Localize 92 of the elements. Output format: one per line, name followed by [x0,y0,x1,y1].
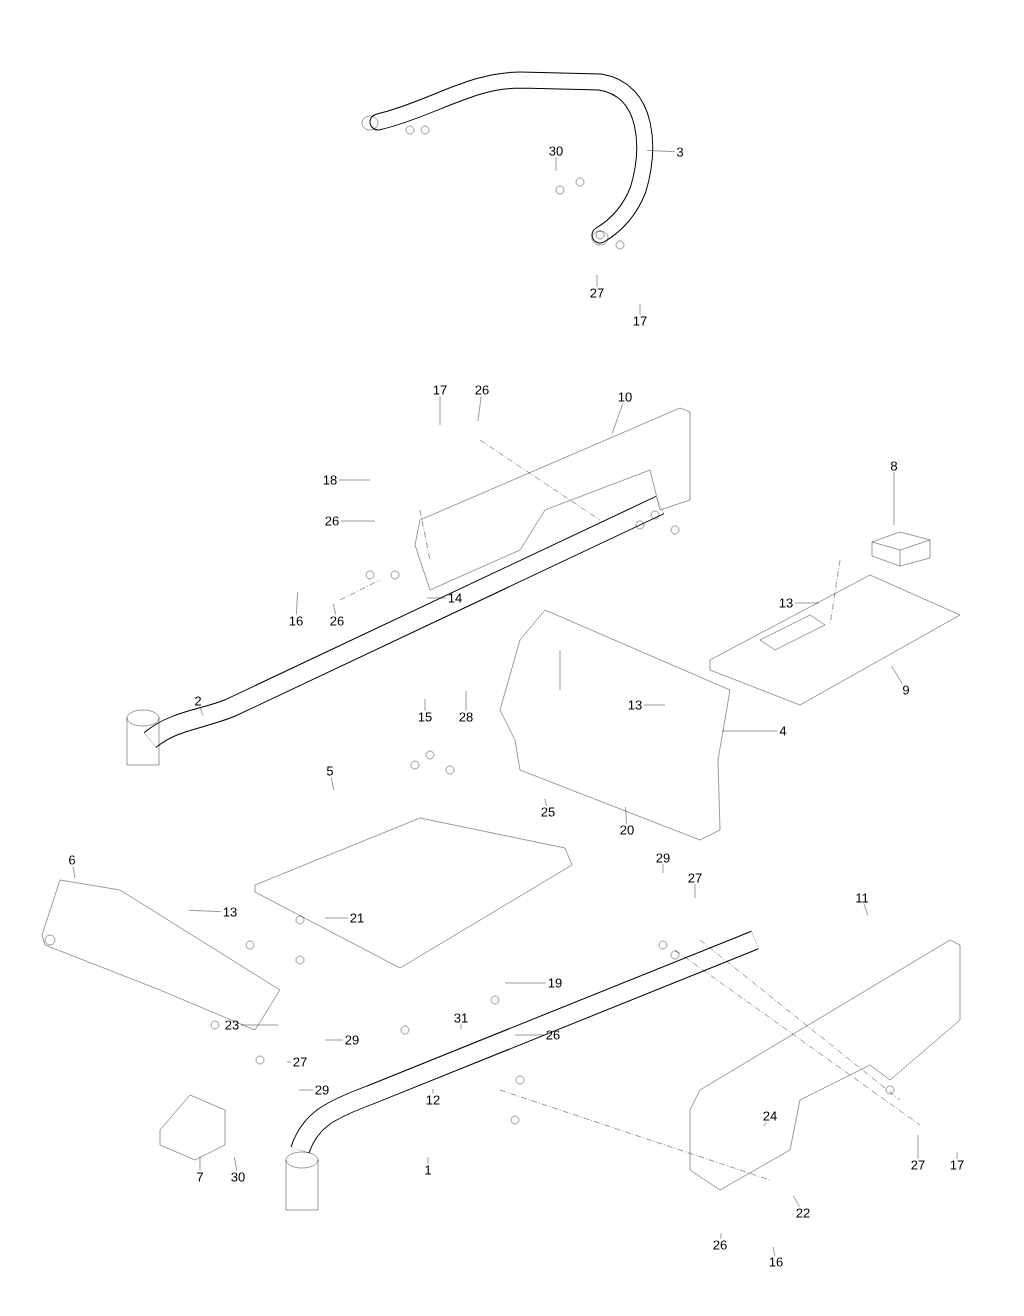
callout-number: 26 [325,516,339,526]
leader-line [424,698,426,711]
callout-number: 17 [633,316,647,326]
callout-number: 26 [713,1240,727,1250]
leader-line [340,520,376,522]
callout-number: 23 [225,1020,239,1030]
leader-line [863,903,868,916]
callout-number: 10 [618,392,632,402]
leader-line [544,798,547,806]
callout-number: 26 [330,616,344,626]
callout-number: 27 [293,1057,307,1067]
leader-line [460,1024,462,1030]
leader-line [333,603,336,615]
callout-number: 16 [769,1257,783,1267]
callout-number: 29 [315,1085,329,1095]
leader-line [504,982,547,984]
leader-line [234,1156,238,1171]
callout-number: 27 [911,1160,925,1170]
callout-number: 25 [541,807,555,817]
callout-number: 4 [779,726,787,736]
leader-line [794,602,820,604]
callout-number: 17 [950,1160,964,1170]
leader-line [338,479,371,481]
leader-line [625,806,627,824]
callout-number: 30 [549,146,563,156]
leader-line [324,1039,344,1041]
leader-line [639,303,641,316]
leader-line [720,1232,722,1239]
callout-number: 13 [223,907,237,917]
callout-number: 17 [433,385,447,395]
callout-number: 21 [350,913,364,923]
leader-line [426,597,447,599]
callout-number: 24 [763,1111,777,1121]
leader-line [427,1156,429,1165]
leader-line [643,704,666,706]
callout-number: 3 [676,147,684,157]
callout-number: 29 [345,1035,359,1045]
leader-line [514,1034,545,1036]
callout-number: 29 [656,853,670,863]
leader-line [240,1024,279,1026]
callout-number: 2 [195,696,201,706]
callout-number: 26 [546,1030,560,1040]
leader-line [694,884,696,899]
leader-line [432,1088,434,1094]
leader-line [662,864,664,874]
callout-number: 1 [425,1165,431,1175]
leader-line [596,274,598,287]
callout-number: 28 [459,712,473,722]
callout-number: 18 [323,475,337,485]
callout-number: 16 [289,616,303,626]
leader-line [298,1089,314,1091]
callout-number: 9 [903,685,909,695]
callout-number: 11 [856,893,869,903]
callout-number: 20 [620,825,634,835]
callout-number: 13 [779,598,793,608]
leader-line [331,777,334,791]
leader-line [773,1246,776,1256]
leader-line [199,1156,201,1172]
callout-number: 7 [197,1172,203,1182]
callout-number: 30 [231,1172,245,1182]
callout-number: 14 [448,593,462,603]
leader-line [646,150,675,152]
leader-line [439,396,441,426]
callout-number: 5 [326,766,334,776]
leader-line [324,917,349,919]
callout-number: 27 [688,873,702,883]
leader-line [477,396,482,422]
leader-line [555,157,557,172]
callout-number: 26 [475,385,489,395]
leader-line [72,866,76,879]
leader-line [793,1195,800,1207]
leader-line [188,910,222,912]
callout-number: 27 [590,288,604,298]
leader-line [199,707,203,716]
leader-line [612,403,623,434]
callout-number: 31 [454,1013,468,1023]
callout-number: 13 [628,700,642,710]
callout-number: 15 [418,712,432,722]
leader-line [956,1151,958,1160]
leader-line [286,1061,292,1063]
leader-line [296,591,298,615]
callout-number: 6 [69,855,76,865]
leader-line [917,1134,919,1159]
leader-line [891,665,903,684]
leader-line [763,1122,767,1127]
callout-number: 8 [890,461,898,471]
callout-number: 12 [426,1095,440,1105]
leader-line [465,690,467,711]
leader-line [721,730,778,732]
callout-number: 22 [796,1208,810,1218]
callout-number: 19 [548,978,562,988]
leader-line [893,472,895,526]
